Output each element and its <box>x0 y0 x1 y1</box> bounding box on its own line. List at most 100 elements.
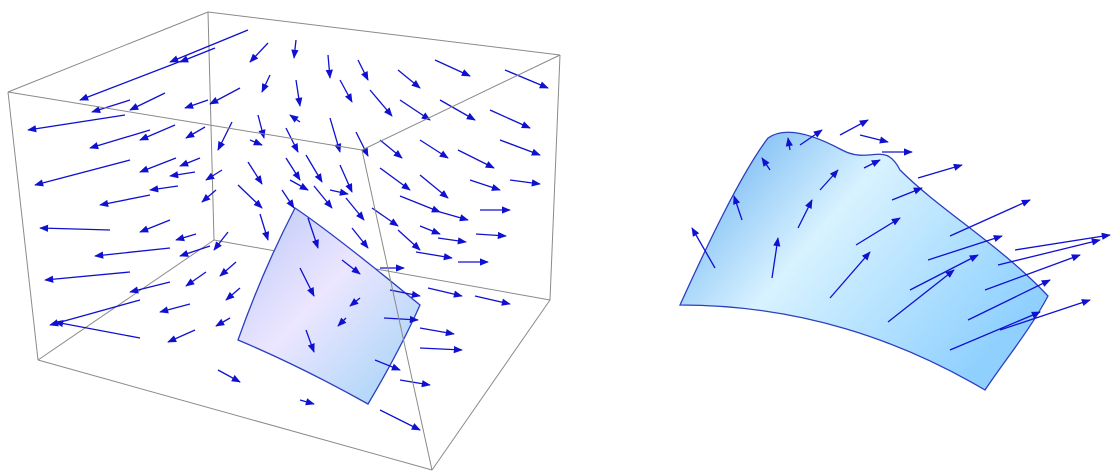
field-arrow <box>415 251 453 261</box>
field-arrow <box>295 79 303 107</box>
field-arrow <box>261 74 271 93</box>
field-arrow <box>215 317 231 327</box>
field-arrow <box>184 99 209 109</box>
box-edge <box>361 149 433 471</box>
field-arrow <box>289 114 301 123</box>
field-arrow <box>305 329 315 353</box>
normal-arrow <box>863 159 881 169</box>
field-arrow <box>79 59 185 101</box>
field-arrow <box>307 217 319 249</box>
normal-arrow <box>733 195 743 221</box>
field-arrow <box>149 185 179 193</box>
field-arrow <box>371 207 399 227</box>
field-arrow <box>237 184 263 209</box>
field-arrow <box>209 87 241 105</box>
normal-arrow <box>997 238 1101 266</box>
field-arrow <box>379 409 421 431</box>
normal-arrow <box>771 237 781 279</box>
field-arrow <box>369 89 393 117</box>
field-arrow <box>439 99 476 121</box>
field-arrow <box>427 287 463 298</box>
field-arrow <box>475 231 507 240</box>
field-arrow <box>175 233 197 242</box>
field-arrow <box>249 138 263 146</box>
field-arrow <box>225 287 241 301</box>
field-arrow <box>249 42 269 63</box>
field-arrow <box>457 149 495 169</box>
field-arrow <box>419 225 441 235</box>
field-arrow <box>437 237 467 245</box>
field-arrow <box>219 261 237 277</box>
box-edge <box>7 11 209 93</box>
field-arrow <box>329 188 349 196</box>
box-edge <box>361 54 561 151</box>
field-arrow <box>337 317 347 327</box>
field-arrow <box>91 99 131 114</box>
field-arrow <box>99 194 151 207</box>
field-arrow <box>313 185 333 209</box>
field-arrow <box>285 127 299 153</box>
vector-field-arrows <box>27 29 549 431</box>
field-arrow <box>179 157 201 167</box>
field-arrow <box>34 159 131 187</box>
field-arrow <box>299 398 315 406</box>
field-arrow <box>379 167 411 191</box>
normal-arrow <box>799 129 823 146</box>
box-edge <box>549 54 561 301</box>
field-arrow <box>389 289 421 298</box>
field-arrow <box>355 131 369 157</box>
field-arrow <box>205 169 223 181</box>
normal-arrow <box>984 254 1081 291</box>
field-arrow <box>383 315 419 324</box>
normal-arrow <box>917 163 963 179</box>
normal-arrow <box>691 227 716 269</box>
box-edge <box>431 299 551 471</box>
normal-arrow <box>927 235 1003 261</box>
normal-arrow <box>949 199 1031 237</box>
field-arrow <box>27 114 126 133</box>
normal-arrow <box>909 254 979 291</box>
normal-arrow <box>839 119 869 136</box>
field-arrow <box>49 299 141 327</box>
field-arrow <box>419 174 449 199</box>
field-arrow <box>419 327 455 337</box>
curved-surface <box>678 131 1049 391</box>
field-arrow <box>201 189 217 203</box>
field-arrow <box>374 359 401 371</box>
box-edge <box>213 239 551 301</box>
field-arrow <box>129 281 171 294</box>
field-arrow <box>257 114 266 139</box>
field-arrow <box>469 179 501 191</box>
normal-arrow <box>859 134 889 144</box>
normal-arrow <box>1014 232 1111 251</box>
field-arrow <box>399 195 441 213</box>
field-arrow <box>179 245 211 257</box>
field-arrow <box>39 224 111 232</box>
field-arrow <box>213 231 229 251</box>
field-arrow <box>289 179 309 191</box>
field-arrow <box>397 229 421 251</box>
field-arrow <box>349 297 361 307</box>
field-arrow <box>185 126 206 139</box>
normal-arrow <box>855 217 901 246</box>
field-arrow <box>419 139 449 159</box>
field-arrow <box>357 59 369 81</box>
field-arrow <box>499 139 541 156</box>
field-arrow <box>489 109 531 129</box>
field-arrow <box>341 259 361 275</box>
field-arrow <box>185 271 207 287</box>
field-arrow <box>217 369 241 383</box>
field-arrow <box>285 157 301 181</box>
field-arrow <box>399 99 431 121</box>
box-front-edges <box>7 54 561 471</box>
field-arrow <box>329 117 342 153</box>
field-arrow <box>281 189 295 209</box>
field-arrow <box>474 295 511 306</box>
normal-arrow <box>967 279 1051 321</box>
field-arrow <box>54 319 141 339</box>
field-arrow <box>339 79 353 103</box>
box-edge <box>37 239 215 361</box>
field-arrow <box>379 139 403 159</box>
normal-arrow <box>829 251 871 299</box>
